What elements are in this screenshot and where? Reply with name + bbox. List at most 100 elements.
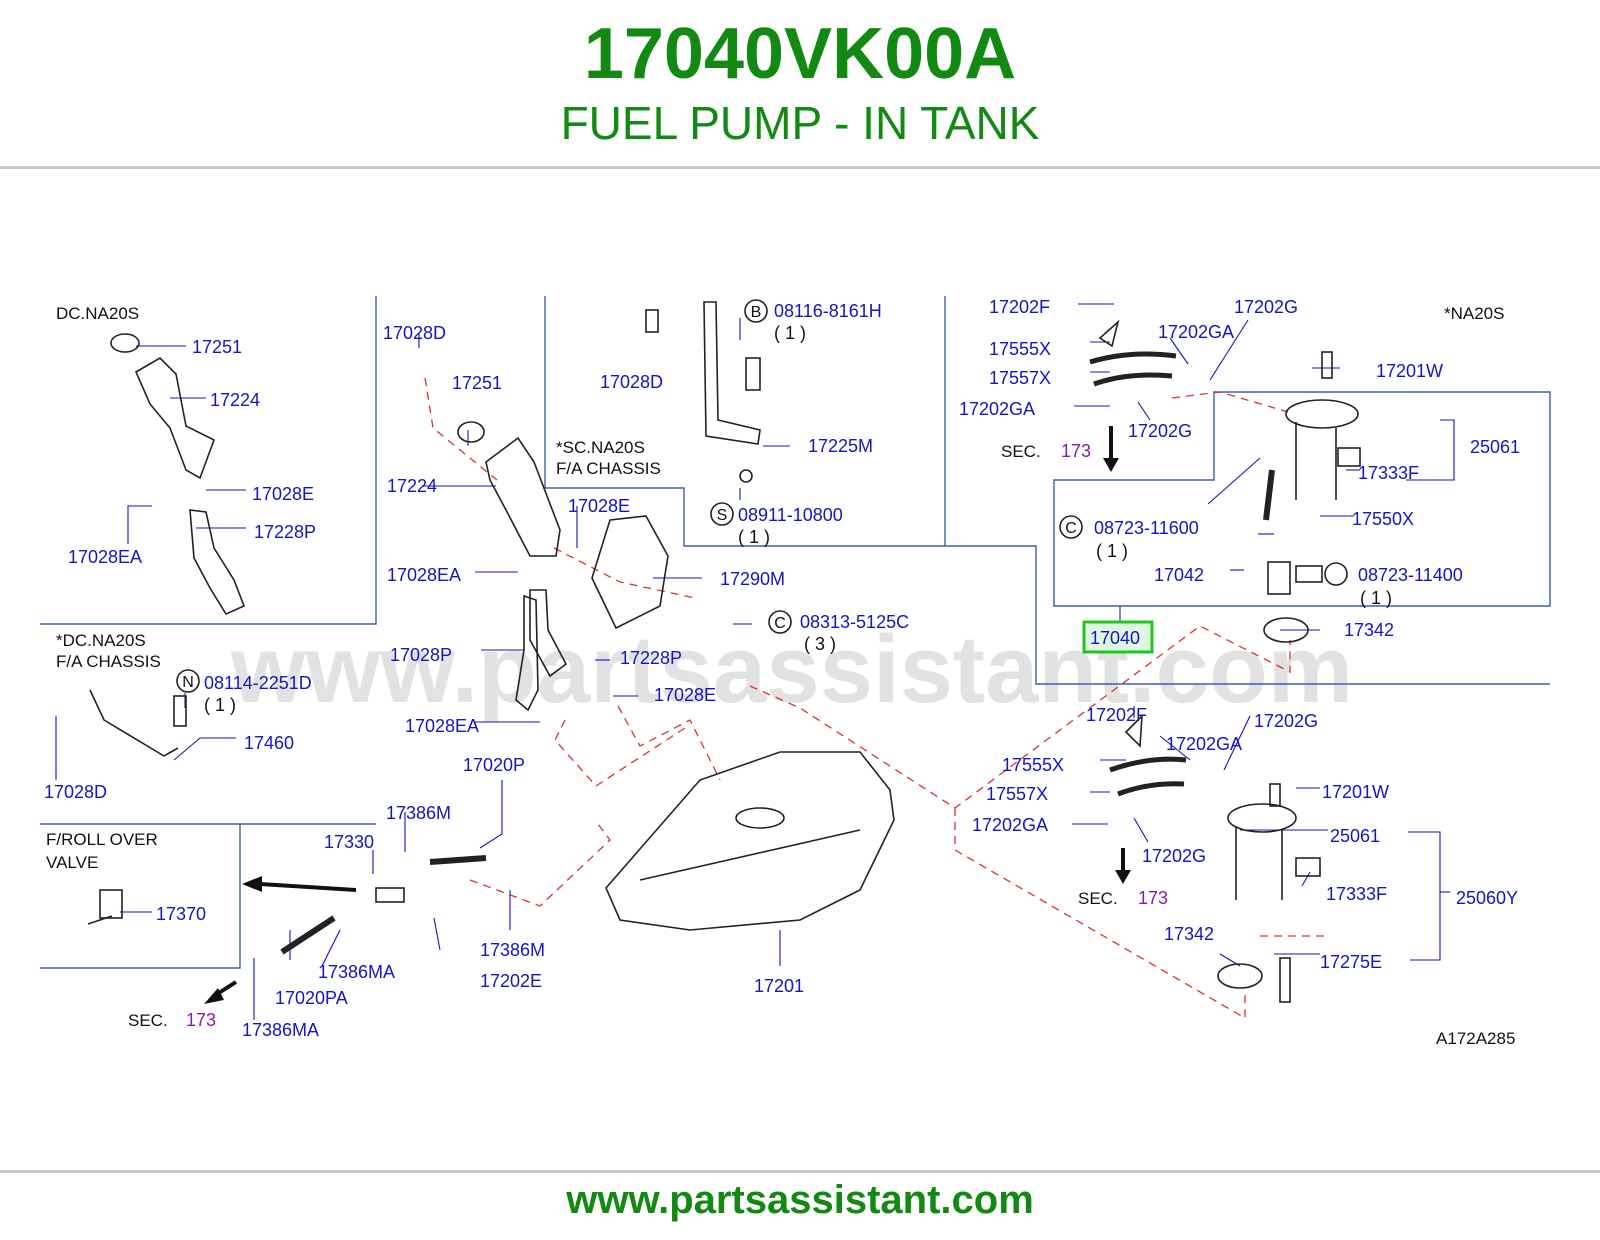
callout-p17228p-a[interactable]: 17228P <box>254 522 316 542</box>
callout-sec-a-num: 173 <box>186 1010 216 1030</box>
callout-dc-na20s-fa: *DC.NA20S <box>56 631 146 650</box>
callout-p17202f-b[interactable]: 17202F <box>1086 705 1147 725</box>
callout-p25060y[interactable]: 25060Y <box>1456 888 1518 908</box>
callout-fa-chassis-a: F/A CHASSIS <box>56 652 161 671</box>
marker-s-letter: C <box>774 615 786 632</box>
fuel-pump-body-sketch <box>1267 561 1291 595</box>
callout-p17028ea-c[interactable]: 17028EA <box>405 716 479 736</box>
callout-p17201w-b[interactable]: 17201W <box>1322 782 1389 802</box>
callout-q3: ( 3 ) <box>804 634 836 654</box>
callout-p17557x-a[interactable]: 17557X <box>989 368 1051 388</box>
callout-s-08313[interactable]: 08313-5125C <box>800 612 909 632</box>
callout-froll: F/ROLL OVER <box>46 830 158 849</box>
callout-p17202ga-a[interactable]: 17202GA <box>1158 322 1234 342</box>
marker-b-top <box>744 299 768 323</box>
callout-p17028ea-b[interactable]: 17028EA <box>387 565 461 585</box>
callout-p17028d-c[interactable]: 17028D <box>600 372 663 392</box>
callout-p17224b[interactable]: 17224 <box>387 476 437 496</box>
callout-p17202ga-c[interactable]: 17202GA <box>1166 734 1242 754</box>
callout-p17042[interactable]: 17042 <box>1154 565 1204 585</box>
callout-dc-na20s: DC.NA20S <box>56 304 139 323</box>
callout-p17202f-a[interactable]: 17202F <box>989 297 1050 317</box>
callout-p17028e-c[interactable]: 17028E <box>654 685 716 705</box>
callout-sec-c: SEC. <box>1078 889 1118 908</box>
callout-p17333f-b[interactable]: 17333F <box>1326 884 1387 904</box>
callout-sec-a: SEC. <box>128 1011 168 1030</box>
callout-p17028ea-a[interactable]: 17028EA <box>68 547 142 567</box>
callout-b-08114[interactable]: 08114-2251D <box>204 673 312 693</box>
callout-p17386m-a[interactable]: 17386M <box>386 803 451 823</box>
callout-p17202g-c[interactable]: 17202G <box>1254 711 1318 731</box>
callout-p17202e[interactable]: 17202E <box>480 971 542 991</box>
callout-p17028e-b[interactable]: 17028E <box>568 496 630 516</box>
marker-b-left <box>176 669 200 693</box>
callout-p17370[interactable]: 17370 <box>156 904 206 924</box>
marker-c-upper-letter: C <box>1065 520 1077 537</box>
circled-markers <box>176 299 1348 693</box>
frame-lines <box>40 296 1551 969</box>
callout-p17202g-b[interactable]: 17202G <box>1128 421 1192 441</box>
callout-p17251a[interactable]: 17251 <box>192 337 242 357</box>
callout-p17224a[interactable]: 17224 <box>210 390 260 410</box>
callout-p17386ma-b[interactable]: 17386MA <box>242 1020 319 1040</box>
callout-p17557x-b[interactable]: 17557X <box>986 784 1048 804</box>
callout-p17225m[interactable]: 17225M <box>808 436 873 456</box>
watermark-text: www.partsassistant.com <box>230 616 1353 723</box>
callout-c-08723-11400[interactable]: 08723-11400 <box>1358 565 1463 585</box>
callout-p17386m-b[interactable]: 17386M <box>480 940 545 960</box>
callout-labels: DC.NA20S 17251 17224 17028E 17228P 17028EA *DC… <box>44 297 1520 1040</box>
callout-p17028e-a[interactable]: 17028E <box>252 484 314 504</box>
callout-p17330[interactable]: 17330 <box>324 832 374 852</box>
part-number-title: 17040VK00A <box>583 14 1017 94</box>
callout-fa-chassis-b: F/A CHASSIS <box>556 459 661 478</box>
callout-p17040[interactable]: 17040 <box>1090 628 1140 648</box>
marker-s <box>768 610 792 634</box>
callout-p17333f-a[interactable]: 17333F <box>1358 463 1419 483</box>
callout-p17275e[interactable]: 17275E <box>1320 952 1382 972</box>
callout-sec-c-num: 173 <box>1138 888 1168 908</box>
callout-p17020pa[interactable]: 17020PA <box>275 988 348 1008</box>
header-divider <box>0 166 1600 169</box>
callout-p17460[interactable]: 17460 <box>244 733 294 753</box>
callout-sec-b-num: 173 <box>1061 441 1091 461</box>
pump-flange-sketch <box>1285 399 1359 429</box>
highlight-box-17040[interactable] <box>1082 620 1154 654</box>
callout-p25061-b[interactable]: 25061 <box>1330 826 1380 846</box>
callout-p17020p[interactable]: 17020P <box>463 755 525 775</box>
callout-p17342-b[interactable]: 17342 <box>1164 924 1214 944</box>
callout-p17550x[interactable]: 17550X <box>1352 509 1414 529</box>
callout-q1-c: ( 1 ) <box>738 527 770 547</box>
callout-q1-d: ( 1 ) <box>1096 541 1128 561</box>
callout-p17251b[interactable]: 17251 <box>452 373 502 393</box>
callout-sec-b: SEC. <box>1001 442 1041 461</box>
callout-sc-na20s: *SC.NA20S <box>556 438 645 457</box>
callout-p17202ga-d[interactable]: 17202GA <box>972 815 1048 835</box>
callout-p17342-a[interactable]: 17342 <box>1344 620 1394 640</box>
callout-p17201[interactable]: 17201 <box>754 976 804 996</box>
callout-p25061-a[interactable]: 25061 <box>1470 437 1520 457</box>
callout-b-08116[interactable]: 08116-8161H <box>774 301 882 321</box>
callout-p17202ga-b[interactable]: 17202GA <box>959 399 1035 419</box>
callout-p17228p-b[interactable]: 17228P <box>620 648 682 668</box>
leader-lines <box>55 303 1455 1020</box>
callout-p17028d-b[interactable]: 17028D <box>383 323 446 343</box>
callout-p17290m[interactable]: 17290M <box>720 569 785 589</box>
callout-p17201w-a[interactable]: 17201W <box>1376 361 1443 381</box>
callout-p17386ma-a[interactable]: 17386MA <box>318 962 395 982</box>
footer-website-link[interactable]: www.partsassistant.com <box>566 1178 1034 1222</box>
callout-c-08723-11600[interactable]: 08723-11600 <box>1094 518 1199 538</box>
callout-n-08911[interactable]: 08911-10800 <box>738 505 843 525</box>
marker-b-left-letter: N <box>182 674 194 691</box>
dashed-assembly-lines <box>424 377 1330 1020</box>
fuel-tank-sketch <box>605 751 895 931</box>
callout-p17202g-d[interactable]: 17202G <box>1142 846 1206 866</box>
callout-p17555x-b[interactable]: 17555X <box>1002 755 1064 775</box>
diagram-reference-id: A172A285 <box>1436 1029 1515 1048</box>
marker-b-top-letter: B <box>751 304 762 321</box>
marker-c-upper <box>1059 515 1083 539</box>
callout-p17555x-a[interactable]: 17555X <box>989 339 1051 359</box>
callout-p17028p[interactable]: 17028P <box>390 645 452 665</box>
callout-p17028d-a[interactable]: 17028D <box>44 782 107 802</box>
marker-c-lower <box>1324 562 1348 586</box>
callout-p17202g-a[interactable]: 17202G <box>1234 297 1298 317</box>
